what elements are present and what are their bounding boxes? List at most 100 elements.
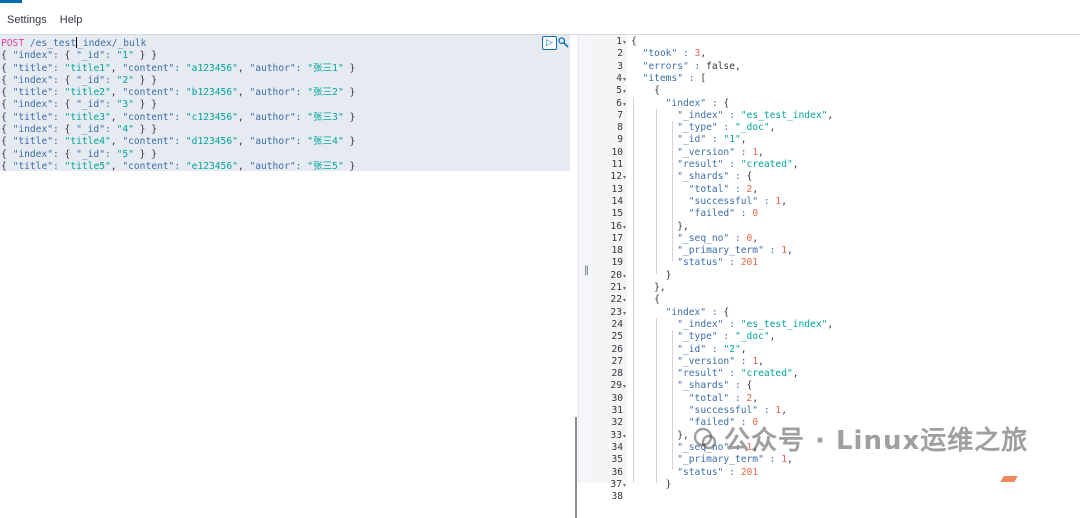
fold-spacer [624,113,626,120]
line-number-text: 17 [611,232,624,244]
request-line[interactable]: { "title": "title4", "content": "d123456… [1,136,355,148]
line-number-text: 35 [611,454,624,466]
json-key: "failed" : [688,417,747,429]
menu-help[interactable]: Help [59,14,83,26]
request-url-part-2: _index/_bulk [77,38,147,49]
json-key: "_seq_no" : [677,441,741,453]
json-punct: { [1,87,13,99]
fold-toggle-icon[interactable]: ▾ [622,383,626,391]
line-number: 38 [593,491,626,503]
line-number-text: 12 [610,171,622,183]
fold-toggle-icon[interactable]: ▾ [622,285,626,292]
json-punct: { [1,99,13,111]
request-line[interactable]: { "title": "title5", "content": "e123456… [1,161,355,173]
json-punct: } } [133,99,157,111]
request-editor[interactable]: POST /es_test_index/_bulk { "index": { "… [0,35,577,518]
json-punct: } [343,111,356,123]
request-block[interactable]: POST /es_test_index/_bulk { "index": { "… [0,35,570,173]
line-number: 3 [593,61,626,73]
json-punct: , [781,195,787,207]
json-key: "items" : [642,72,695,84]
fold-spacer [624,211,626,218]
line-number-text: 36 [611,466,624,478]
json-string: "title1" [64,62,111,74]
json-punct: } [631,269,672,281]
json-key: "title": [12,136,59,148]
json-string: "3" [116,99,134,111]
app-header: Settings Help [0,0,1080,35]
request-line[interactable]: { "index": { "_id": "2" } } [1,75,355,87]
line-number: 5▾ [593,85,626,97]
fold-toggle-icon[interactable]: ▾ [622,174,626,182]
json-punct: } [343,136,356,148]
line-number-text: 29 [610,380,622,392]
fold-toggle-icon[interactable]: ▾ [622,75,626,83]
line-number: 33▾ [593,430,626,442]
fold-toggle-icon[interactable]: ▾ [622,39,626,46]
line-number-text: 18 [611,245,624,257]
json-punct: , [752,232,759,244]
fold-toggle-icon[interactable]: ▾ [622,432,626,440]
line-number: 16▾ [593,221,626,233]
response-line: "_primary_term" : 1, [631,245,793,257]
response-line: "successful" : 1, [631,405,787,417]
json-punct: { [631,36,637,47]
json-punct: , [740,134,747,146]
response-line: "_seq_no" : 0, [631,233,758,245]
fold-toggle-icon[interactable]: ▾ [622,88,626,96]
line-number: 14 [593,196,626,208]
json-punct [631,184,689,195]
json-punct: , [740,343,747,355]
json-key: "_primary_term" : [677,245,776,257]
menu-settings[interactable]: Settings [7,14,47,26]
request-line[interactable]: { "index": { "_id": "1" } } [1,50,355,62]
drag-handle-icon[interactable]: ‖ [584,265,589,276]
json-number: 1 [781,454,787,466]
json-punct [631,257,677,268]
json-punct [631,368,677,379]
fold-toggle-icon[interactable]: ▾ [622,272,626,280]
fold-toggle-icon[interactable]: ▾ [622,309,626,317]
line-number: 13 [593,184,626,196]
json-number: 0 [752,417,759,429]
request-line[interactable]: { "title": "title1", "content": "a123456… [1,63,355,75]
json-number: 2 [746,183,753,195]
response-viewer[interactable]: 1▾2 3 4▾5▾6▾7 8 9 10 11 12▾13 14 15 16▾1… [593,35,1080,502]
line-number: 1▾ [593,36,626,48]
fold-spacer [624,125,626,132]
fold-toggle-icon[interactable]: ▾ [622,223,626,231]
request-line[interactable]: { "index": { "_id": "5" } } [1,149,355,161]
json-string: "created" [740,368,793,380]
json-key: "took" : [642,48,689,60]
json-string: "1" [723,134,741,146]
json-punct [631,122,677,133]
json-punct: { [717,97,730,109]
response-line: "_id" : "1", [631,134,747,146]
request-line[interactable]: { "title": "title3", "content": "c123456… [1,112,355,124]
line-number: 18 [593,245,626,257]
wrench-icon[interactable] [558,37,569,48]
json-key: "result" : [677,159,735,170]
line-number: 2 [593,48,626,60]
json-key: "content": [122,136,181,148]
json-key: "_id" : [677,343,718,355]
request-line[interactable]: { "title": "title2", "content": "b123456… [1,87,355,99]
play-icon[interactable]: ▷ [542,36,557,50]
fold-spacer [624,470,626,477]
json-punct [631,48,643,59]
fold-spacer [624,371,626,378]
response-line: "failed" : 0 [631,417,758,429]
pane-divider[interactable]: ‖ [578,35,594,483]
json-string: "张三2" [307,87,344,99]
fold-toggle-icon[interactable]: ▾ [622,100,626,108]
response-line: "_id" : "2", [631,343,747,356]
response-line: "_seq_no" : 1, [631,442,758,454]
json-key: "_shards" : [677,171,741,183]
json-string: "4" [116,124,134,136]
json-number: 1 [752,355,759,367]
request-text[interactable]: POST /es_test_index/_bulk { "index": { "… [1,37,355,173]
request-line[interactable]: { "index": { "_id": "3" } } [1,99,355,111]
request-line[interactable]: { "index": { "_id": "4" } } [1,124,355,136]
editor-scrollbar[interactable] [575,417,577,518]
fold-toggle-icon[interactable]: ▾ [622,297,626,305]
